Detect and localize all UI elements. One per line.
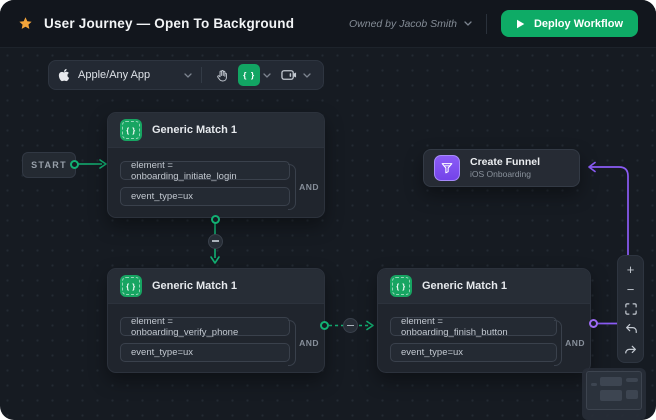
funnel-node-text: Create Funnel iOS Onboarding xyxy=(470,156,540,180)
node-title: Generic Match 1 xyxy=(152,280,237,292)
recording-tool-button[interactable] xyxy=(278,64,300,86)
generic-match-node-2[interactable]: { } Generic Match 1 element = onboarding… xyxy=(107,268,325,373)
deploy-workflow-button[interactable]: Deploy Workflow xyxy=(500,10,638,37)
and-label: AND xyxy=(299,182,319,192)
condition-pill[interactable]: element = onboarding_initiate_login xyxy=(120,160,290,182)
and-label: AND xyxy=(299,338,319,348)
minimap-node-block xyxy=(600,377,622,386)
zoom-out-button[interactable]: − xyxy=(621,280,641,298)
app-selector-chevron-down-icon xyxy=(184,72,192,78)
node-title: Generic Match 1 xyxy=(152,124,237,136)
node-header: { } Generic Match 1 xyxy=(108,269,324,304)
toolbar-divider xyxy=(201,67,203,83)
owner-label: Owned by Jacob Smith xyxy=(349,17,457,30)
generic-match-node-1[interactable]: { } Generic Match 1 element = onboarding… xyxy=(107,112,325,218)
recording-tool-chevron-down-icon[interactable] xyxy=(303,72,311,78)
node-subtitle: iOS Onboarding xyxy=(470,169,531,180)
top-bar-left: User Journey — Open To Background xyxy=(18,16,294,31)
edge-remove-button[interactable] xyxy=(207,233,223,249)
create-funnel-node[interactable]: Create Funnel iOS Onboarding xyxy=(423,149,580,187)
node-header: { } Generic Match 1 xyxy=(108,113,324,148)
redo-arrow-icon xyxy=(624,343,638,354)
minimap-node-block xyxy=(626,378,638,382)
generic-match-node-3[interactable]: { } Generic Match 1 element = onboarding… xyxy=(377,268,591,373)
funnel-icon xyxy=(434,155,460,181)
node-title: Create Funnel xyxy=(470,156,541,169)
edge-remove-button[interactable] xyxy=(343,318,358,333)
undo-button[interactable] xyxy=(621,320,641,338)
condition-pill[interactable]: event_type=ux xyxy=(120,343,290,362)
braces-icon: { } xyxy=(120,275,142,297)
zoom-in-button[interactable]: + xyxy=(621,261,641,279)
and-bracket xyxy=(288,320,297,366)
start-node-label: START xyxy=(31,160,67,170)
start-node[interactable]: START xyxy=(22,152,76,178)
minimap-viewport xyxy=(586,371,642,410)
minimap-node-block xyxy=(600,390,622,401)
braces-icon: { } xyxy=(390,275,412,297)
deploy-workflow-label: Deploy Workflow xyxy=(533,17,623,30)
condition-pill[interactable]: event_type=ux xyxy=(120,187,290,206)
match1-output-port[interactable] xyxy=(210,215,220,224)
start-node-output-port[interactable] xyxy=(70,159,79,169)
node-body: element = onboarding_finish_button event… xyxy=(378,304,590,382)
star-icon[interactable] xyxy=(18,16,33,31)
match3-output-port[interactable] xyxy=(588,319,598,328)
top-bar-divider xyxy=(485,13,487,34)
and-label: AND xyxy=(565,338,585,348)
undo-arrow-icon xyxy=(624,323,638,334)
node-body: element = onboarding_verify_phone event_… xyxy=(108,304,324,382)
redo-button[interactable] xyxy=(621,339,641,357)
hand-icon xyxy=(215,68,229,83)
braces-icon: { } xyxy=(243,70,256,80)
fit-view-button[interactable] xyxy=(621,300,641,318)
and-bracket xyxy=(554,320,563,366)
apple-icon xyxy=(58,68,70,82)
condition-pill[interactable]: element = onboarding_verify_phone xyxy=(120,316,290,338)
minimap[interactable] xyxy=(582,368,646,420)
braces-icon: { } xyxy=(120,119,142,141)
node-title: Generic Match 1 xyxy=(422,280,507,292)
top-bar-right: Owned by Jacob Smith Deploy Workflow xyxy=(349,10,638,37)
canvas-controls-sidebar: + − xyxy=(617,255,644,363)
and-operator: AND xyxy=(288,320,319,366)
canvas-toolbar: Apple/Any App { } xyxy=(48,60,325,90)
video-camera-icon xyxy=(281,69,297,81)
condition-pill[interactable]: event_type=ux xyxy=(390,343,557,362)
app-selector-label: Apple/Any App xyxy=(78,69,151,81)
node-header: { } Generic Match 1 xyxy=(378,269,590,304)
fit-view-icon xyxy=(624,303,637,315)
condition-pill[interactable]: element = onboarding_finish_button xyxy=(390,316,557,338)
owner-chevron-down-icon[interactable] xyxy=(464,21,472,26)
pan-tool-button[interactable] xyxy=(211,64,233,86)
and-operator: AND xyxy=(288,164,319,210)
and-operator: AND xyxy=(554,320,585,366)
minimap-node-block xyxy=(626,390,638,399)
and-bracket xyxy=(288,164,297,210)
app-selector-dropdown[interactable]: Apple/Any App xyxy=(58,68,192,82)
play-icon xyxy=(516,19,525,29)
match2-output-port[interactable] xyxy=(320,321,329,330)
match-tool-button-active[interactable]: { } xyxy=(238,64,261,86)
minimap-start-block xyxy=(591,383,597,386)
match-tool-chevron-down-icon[interactable] xyxy=(263,72,271,78)
top-bar: User Journey — Open To Background Owned … xyxy=(0,0,656,48)
page-title: User Journey — Open To Background xyxy=(44,16,295,31)
